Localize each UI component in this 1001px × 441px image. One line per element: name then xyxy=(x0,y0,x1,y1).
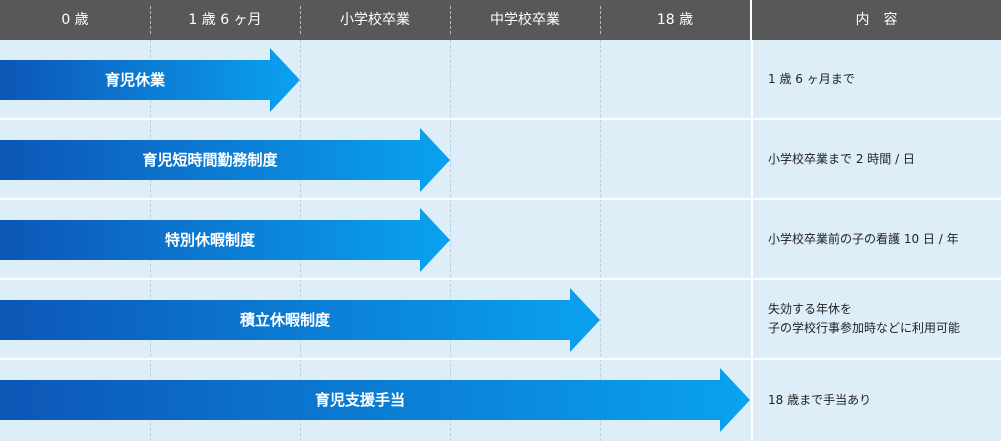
row-content: 小学校卒業前の子の看護 10 日 / 年 xyxy=(753,200,1001,278)
grid-line xyxy=(450,40,451,441)
header-bar: 0 歳 1 歳 6 ヶ月 小学校卒業 中学校卒業 18 歳 内 容 xyxy=(0,0,1001,40)
arrow-polygon xyxy=(0,288,600,352)
arrow-accumulated-leave: 積立休暇制度 xyxy=(0,288,600,352)
row-content-text: 18 歳まで手当あり xyxy=(768,393,872,408)
arrow-polygon xyxy=(0,128,450,192)
grid-line xyxy=(600,40,601,441)
row-content: 18 歳まで手当あり xyxy=(753,360,1001,441)
arrow-short-time-work: 育児短時間勤務制度 xyxy=(0,128,450,192)
header-content-title: 内 容 xyxy=(855,12,898,28)
content-column-divider xyxy=(751,40,753,441)
row-separator xyxy=(0,198,1001,200)
header-divider xyxy=(300,6,301,34)
row-content: 小学校卒業まで 2 時間 / 日 xyxy=(753,120,1001,198)
arrow-childcare-leave: 育児休業 xyxy=(0,48,300,112)
header-col-junior-high-grad: 中学校卒業 xyxy=(490,12,560,28)
arrow-shape xyxy=(0,208,450,272)
header-col-age-18: 18 歳 xyxy=(656,12,694,28)
row-content-text: 1 歳 6 ヶ月まで xyxy=(768,71,855,86)
arrow-label: 特別休暇制度 xyxy=(164,231,255,249)
arrow-special-leave: 特別休暇制度 xyxy=(0,208,450,272)
header-divider xyxy=(600,6,601,34)
header-divider xyxy=(150,6,151,34)
header-col-elementary-grad: 小学校卒業 xyxy=(340,12,410,28)
arrow-label: 育児短時間勤務制度 xyxy=(142,151,278,169)
arrow-shape xyxy=(0,128,450,192)
arrow-childcare-allowance: 育児支援手当 xyxy=(0,368,750,432)
arrow-label: 育児休業 xyxy=(104,71,165,89)
arrow-shape xyxy=(0,48,300,112)
row-content-text: 失効する年休を 子の学校行事参加時などに利用可能 xyxy=(768,302,961,335)
header-col-1y6m: 1 歳 6 ヶ月 xyxy=(188,12,262,28)
header-content-divider xyxy=(750,0,752,40)
arrow-label: 育児支援手当 xyxy=(314,391,405,409)
row-content: 失効する年休を 子の学校行事参加時などに利用可能 xyxy=(753,280,1001,358)
arrow-polygon xyxy=(0,368,750,432)
row-separator xyxy=(0,278,1001,280)
arrow-polygon xyxy=(0,208,450,272)
arrow-shape xyxy=(0,368,750,432)
row-content-text: 小学校卒業前の子の看護 10 日 / 年 xyxy=(768,231,959,246)
arrow-polygon xyxy=(0,48,300,112)
row-separator xyxy=(0,358,1001,360)
row-separator xyxy=(0,118,1001,120)
header-divider xyxy=(450,6,451,34)
arrow-label: 積立休暇制度 xyxy=(239,311,330,329)
arrow-shape xyxy=(0,288,600,352)
header-col-age-0: 0 歳 xyxy=(61,12,89,28)
row-content-text: 小学校卒業まで 2 時間 / 日 xyxy=(768,151,915,166)
row-content: 1 歳 6 ヶ月まで xyxy=(753,40,1001,118)
